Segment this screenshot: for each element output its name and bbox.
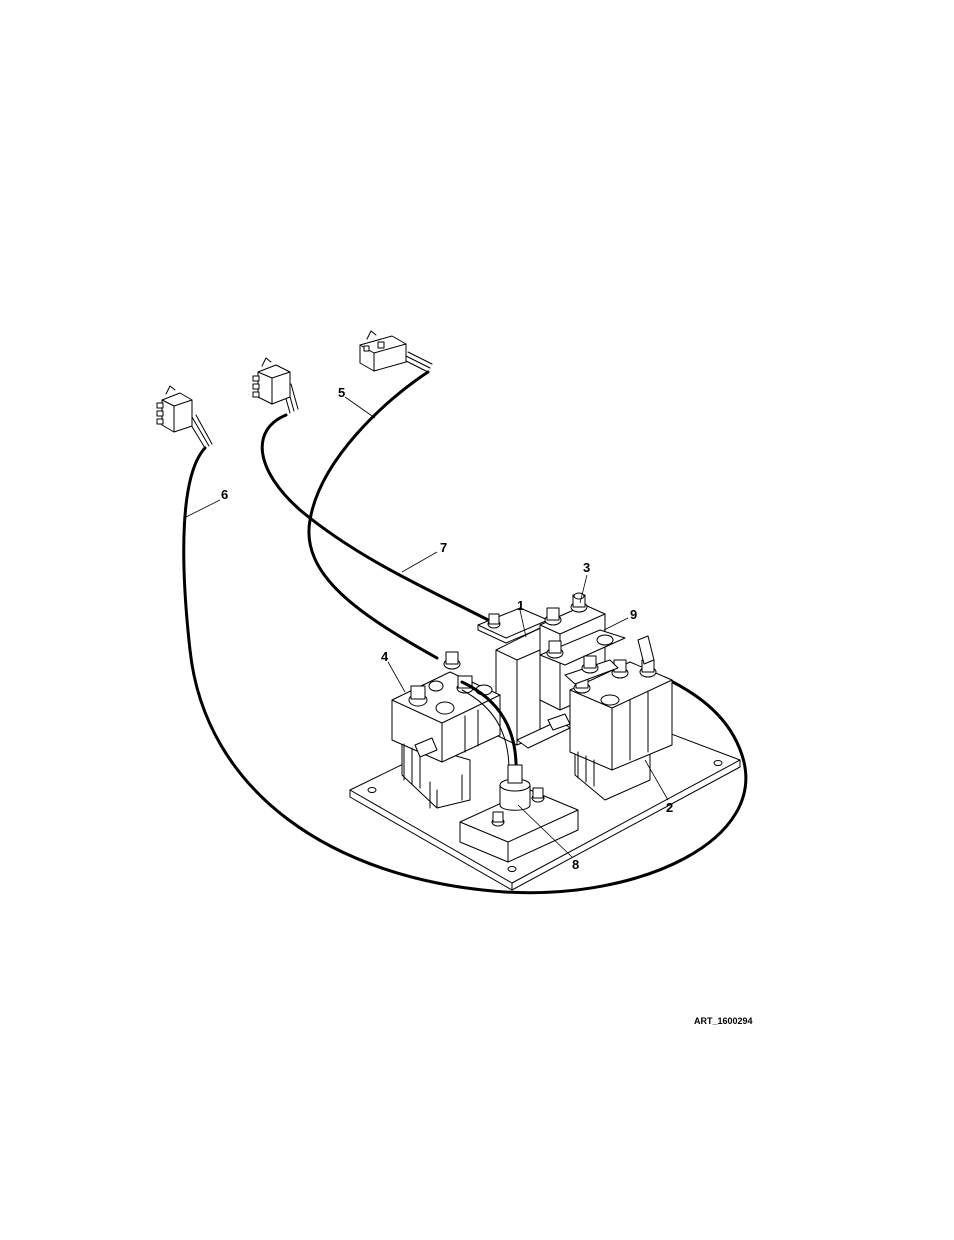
callout-1: 1 xyxy=(517,598,524,613)
art-id: ART_1600294 xyxy=(694,1016,753,1026)
cable-7 xyxy=(262,415,492,622)
callout-7: 7 xyxy=(440,540,447,555)
connector-6 xyxy=(157,386,212,448)
connector-5 xyxy=(360,331,432,372)
callout-9: 9 xyxy=(630,607,637,622)
cable-5 xyxy=(309,372,437,658)
callout-8: 8 xyxy=(572,857,579,872)
callout-4: 4 xyxy=(381,649,389,664)
callout-5: 5 xyxy=(338,385,345,400)
callout-6: 6 xyxy=(221,487,228,502)
callout-2: 2 xyxy=(666,800,673,815)
connector-7 xyxy=(253,358,298,413)
callout-3: 3 xyxy=(583,560,590,575)
